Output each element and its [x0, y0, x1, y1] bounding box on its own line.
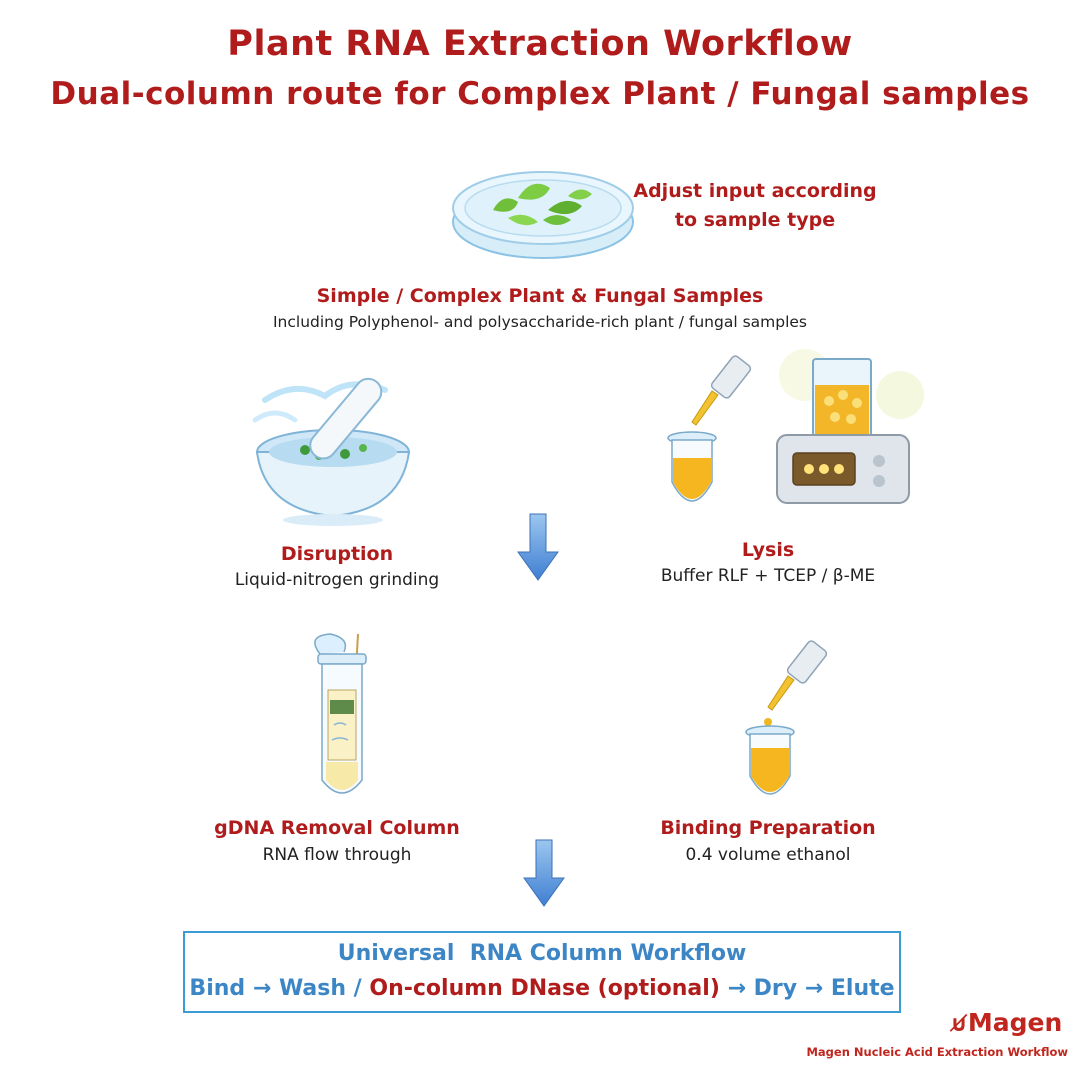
binding-description: 0.4 volume ethanol	[685, 845, 851, 865]
universal-title: Universal RNA Column Workflow	[337, 941, 747, 966]
step-separator: →	[252, 976, 272, 1001]
brand-tagline: Magen Nucleic Acid Extraction Workflow	[806, 1045, 1068, 1059]
pipette-icon	[745, 640, 828, 795]
disruption-heading: Disruption	[280, 543, 394, 565]
step-elute: Elute	[830, 976, 895, 1001]
mortar-pestle-icon	[252, 377, 411, 526]
step-dry: Dry	[753, 976, 798, 1001]
gdna-heading: gDNA Removal Column	[214, 817, 460, 839]
binding-heading: Binding Preparation	[660, 817, 876, 839]
sample-description: Including Polyphenol- and polysaccharide…	[272, 313, 808, 331]
lysis-heading: Lysis	[741, 539, 795, 561]
spin-column-icon	[314, 633, 367, 794]
universal-workflow-box: Universal RNA Column Workflow Bind → Was…	[183, 931, 901, 1013]
disruption-description: Liquid-nitrogen grinding	[234, 570, 440, 590]
step-separator: →	[727, 976, 746, 1001]
lysis-description: Buffer RLF + TCEP / β-ME	[660, 566, 876, 586]
step-separator: →	[804, 976, 824, 1001]
brand-logo: ∪̸Magen	[950, 1008, 1063, 1037]
universal-steps: Bind → Wash / On-column DNase (optional)…	[185, 976, 899, 1001]
step-wash: Wash /	[278, 976, 362, 1001]
page-subtitle: Dual-column route for Complex Plant / Fu…	[50, 76, 1030, 112]
magnet-icon: ∪̸	[950, 1012, 968, 1037]
gdna-description: RNA flow through	[262, 845, 412, 865]
petri-dish-icon	[452, 171, 634, 259]
tube-icon	[667, 431, 717, 502]
sample-heading: Simple / Complex Plant & Fungal Samples	[316, 285, 764, 307]
step-bind: Bind	[189, 976, 246, 1001]
step-dnase: On-column DNase (optional)	[369, 976, 720, 1001]
page-title: Plant RNA Extraction Workflow	[227, 24, 853, 64]
arrow-down-icon	[517, 513, 559, 581]
heat-block-icon	[776, 349, 924, 504]
arrow-down-icon	[523, 839, 565, 907]
sample-note: Adjust input according to sample type	[633, 180, 877, 231]
